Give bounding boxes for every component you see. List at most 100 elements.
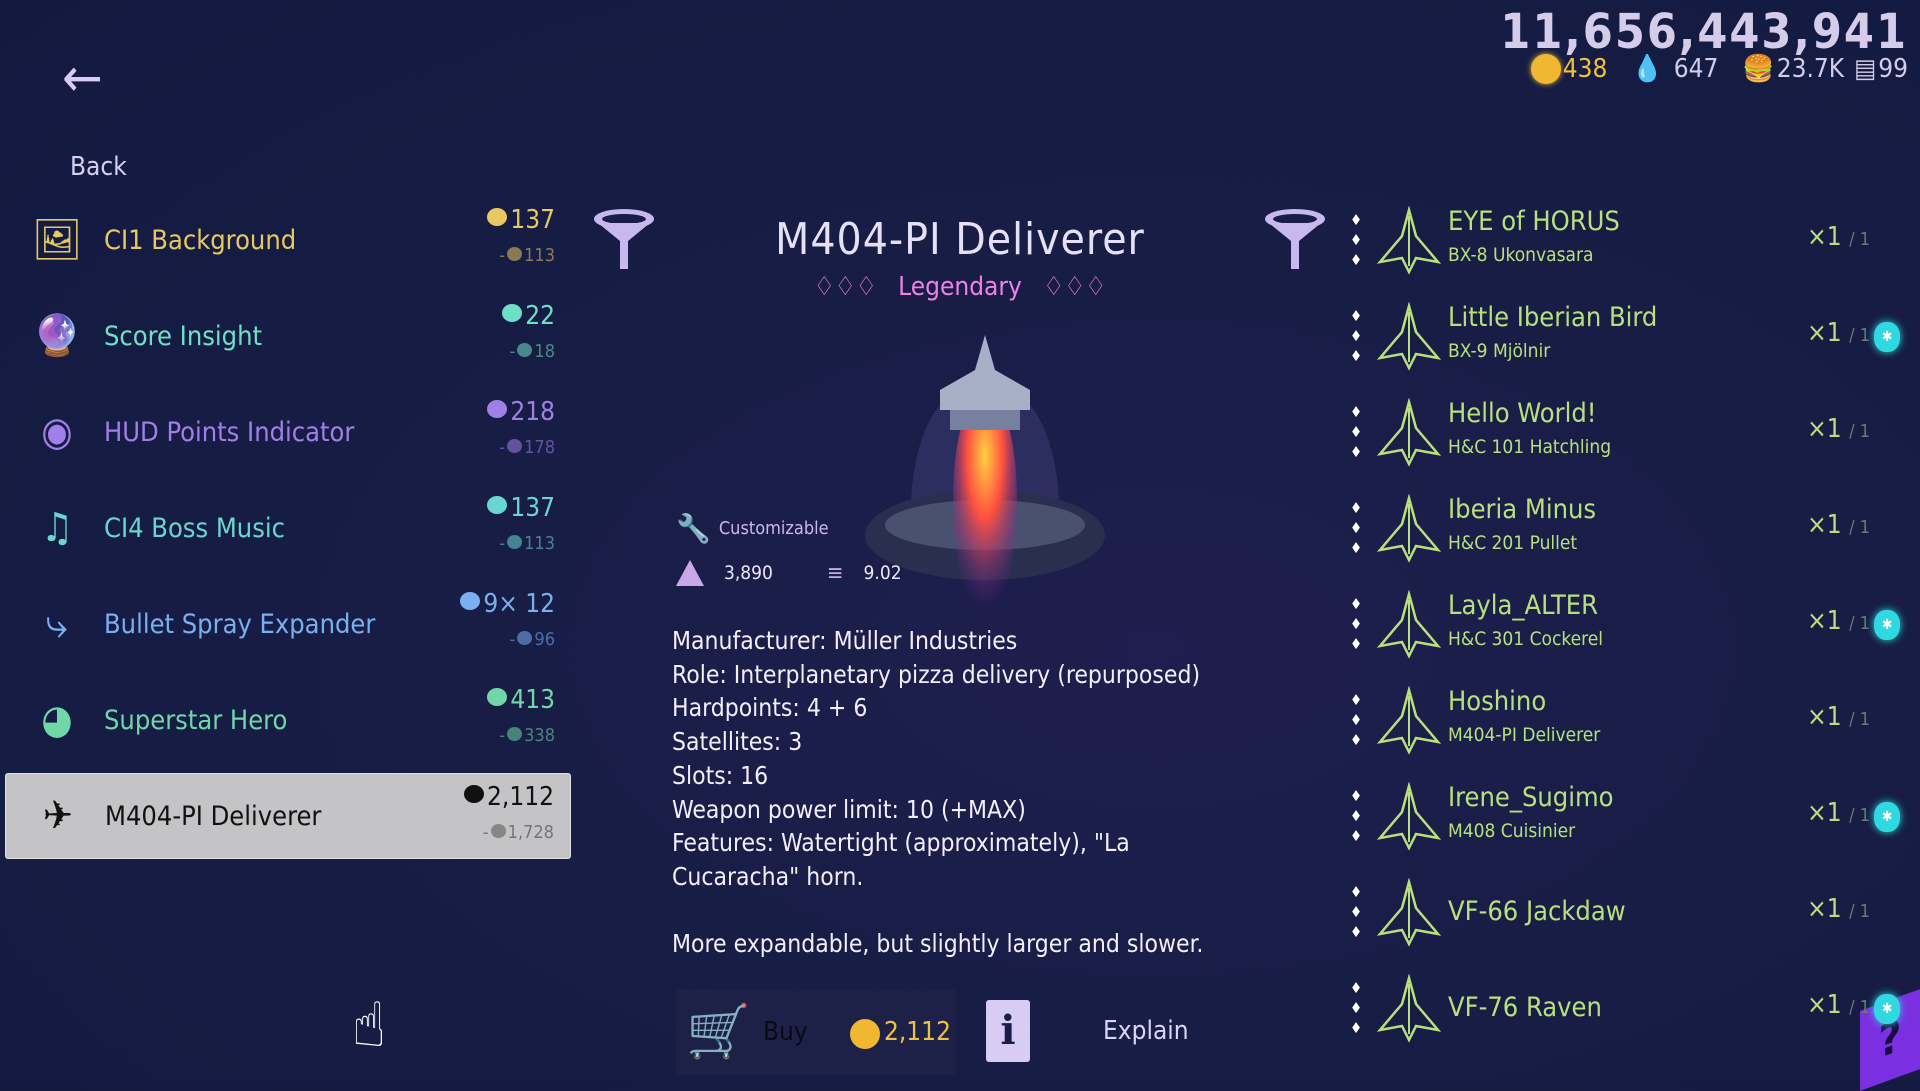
count-value: ×1 — [1807, 510, 1842, 540]
key-coin-icon — [517, 343, 533, 357]
keys-count: 438 — [1562, 54, 1608, 84]
pointer-hand-icon: ☝ — [352, 988, 386, 1061]
ship-name: Layla_ALTER — [1448, 590, 1599, 621]
owned-ship-item[interactable]: ♦♦♦ VF-66 Jackdaw ×1 / 1 — [1350, 872, 1910, 962]
owned-ship-item[interactable]: ♦♦♦ Hoshino M404-PI Deliverer ×1 / 1 — [1350, 680, 1910, 770]
discount-value: 18 — [534, 341, 555, 362]
shop-item[interactable]: ◕ Superstar Hero 413 -338 — [5, 677, 571, 763]
rarity-line: ♢♢♢ Legendary ♢♢♢ — [660, 272, 1260, 302]
shop-item-price: 9× 12 — [460, 589, 555, 619]
ship-count: ×1 / 1 — [1807, 702, 1870, 732]
ship-name: VF-66 Jackdaw — [1448, 896, 1626, 927]
count-value: ×1 — [1807, 798, 1842, 828]
drops-count: 647 — [1673, 54, 1719, 84]
ship-count: ×1 / 1 — [1807, 414, 1870, 444]
equipped-badge-icon: ✱ — [1874, 802, 1900, 832]
speed-icon: ≡ — [826, 560, 844, 586]
ship-outline-icon — [1376, 206, 1442, 275]
owned-ship-item[interactable]: ♦♦♦ Little Iberian Bird BX-9 Mjölnir ×1 … — [1350, 296, 1910, 386]
owned-ship-item[interactable]: ♦♦♦ Layla_ALTER H&C 301 Cockerel ×1 / 1 … — [1350, 584, 1910, 674]
ship-outline-icon — [1376, 686, 1442, 755]
ship-outline-icon — [1376, 590, 1442, 659]
ship-outline-icon — [1376, 878, 1442, 947]
ship-preview — [860, 330, 1110, 630]
shop-item-label: Bullet Spray Expander — [104, 608, 376, 640]
shop-item[interactable]: ♫ CI4 Boss Music 137 -113 — [5, 485, 571, 571]
owned-ship-item[interactable]: ♦♦♦ VF-76 Raven ×1 / 1 ✱ — [1350, 968, 1910, 1058]
shop-item-label: CI4 Boss Music — [104, 512, 285, 544]
back-arrow-icon[interactable]: ← — [62, 46, 103, 109]
price-value: 137 — [510, 205, 555, 235]
ship-icon: ✈ — [42, 793, 74, 839]
spread-icon: ⤷ — [45, 601, 69, 647]
key-coin-icon — [1530, 54, 1561, 84]
spec-line: Role: Interplanetary pizza delivery (rep… — [672, 659, 1201, 689]
shop-item[interactable]: ✈ M404-PI Deliverer 2,112 -1,728 — [5, 773, 571, 859]
shop-item-discount: -113 — [499, 245, 555, 266]
ship-count: ×1 / 1 — [1807, 894, 1870, 924]
ship-name: Iberia Minus — [1448, 494, 1597, 525]
stack-icon: ▤ — [1854, 54, 1877, 84]
ship-name: VF-76 Raven — [1448, 992, 1602, 1023]
ship-count: ×1 / 1 — [1807, 318, 1870, 348]
shop-item[interactable]: 🔮 Score Insight 22 -18 — [5, 293, 571, 379]
buy-price: 2,112 — [884, 1017, 951, 1047]
rarity-diamonds-icon: ♦♦♦ — [1350, 211, 1363, 269]
owned-ship-item[interactable]: ♦♦♦ Hello World! H&C 101 Hatchling ×1 / … — [1350, 392, 1910, 482]
shop-item-price: 413 — [487, 685, 555, 715]
count-value: ×1 — [1807, 222, 1842, 252]
filter-icon[interactable] — [592, 207, 656, 271]
info-book-icon[interactable]: i — [986, 1000, 1030, 1062]
ship-model: BX-8 Ukonvasara — [1448, 244, 1594, 266]
discount-value: 113 — [524, 533, 555, 554]
count-value: ×1 — [1807, 990, 1842, 1020]
spec-line: Weapon power limit: 10 (+MAX) — [672, 794, 1026, 824]
owned-ship-item[interactable]: ♦♦♦ Iberia Minus H&C 201 Pullet ×1 / 1 — [1350, 488, 1910, 578]
ship-model: M408 Cuisinier — [1448, 820, 1576, 842]
ship-count: ×1 / 1 — [1807, 510, 1870, 540]
rarity-diamonds-icon: ♦♦♦ — [1350, 403, 1363, 461]
ship-name: Irene_Sugimo — [1448, 782, 1614, 813]
spec-line: Satellites: 3 — [672, 727, 803, 757]
rarity-diamonds-icon: ♦♦♦ — [1350, 691, 1363, 749]
gauge-icon: ◕ — [41, 697, 73, 743]
shop-item-label: Superstar Hero — [104, 704, 288, 736]
count-max: / 1 — [1849, 709, 1870, 730]
discount-value: 178 — [524, 437, 555, 458]
shop-item[interactable]: 🖼 CI1 Background 137 -113 — [5, 197, 571, 283]
price-value: 413 — [510, 685, 555, 715]
ship-model: BX-9 Mjölnir — [1448, 340, 1551, 362]
shop-item-price: 218 — [487, 397, 555, 427]
count-max: / 1 — [1849, 421, 1870, 442]
count-value: ×1 — [1807, 318, 1842, 348]
shop-item-discount: -178 — [499, 437, 555, 458]
rarity-label: Legendary — [898, 272, 1022, 302]
price-value: 218 — [510, 397, 555, 427]
discount-value: 1,728 — [507, 822, 554, 843]
price-value: 22 — [525, 301, 555, 331]
discount-value: 96 — [534, 629, 555, 650]
shop-item[interactable]: ◉ HUD Points Indicator 218 -178 — [5, 389, 571, 475]
price-value: 2,112 — [487, 782, 554, 812]
ship-model: H&C 301 Cockerel — [1448, 628, 1604, 650]
count-max: / 1 — [1849, 325, 1870, 346]
back-button[interactable]: Back — [70, 152, 127, 182]
count-value: ×1 — [1807, 894, 1842, 924]
burgers-count: 23.7K — [1776, 54, 1845, 84]
explain-button[interactable]: Explain — [1103, 1016, 1189, 1046]
count-max: / 1 — [1849, 229, 1870, 250]
key-coin-icon — [487, 208, 508, 226]
owned-ship-item[interactable]: ♦♦♦ EYE of HORUS BX-8 Ukonvasara ×1 / 1 — [1350, 200, 1910, 290]
shop-item[interactable]: ⤷ Bullet Spray Expander 9× 12 -96 — [5, 581, 571, 667]
equipped-badge-icon: ✱ — [1874, 994, 1900, 1024]
hud-icon: ◉ — [41, 409, 73, 455]
buy-button[interactable]: 🛒 Buy 2,112 — [676, 989, 956, 1075]
equipped-badge-icon: ✱ — [1874, 610, 1900, 640]
discount-value: 338 — [524, 725, 555, 746]
owned-ship-item[interactable]: ♦♦♦ Irene_Sugimo M408 Cuisinier ×1 / 1 ✱ — [1350, 776, 1910, 866]
count-value: ×1 — [1807, 702, 1842, 732]
key-coin-icon — [487, 400, 508, 418]
key-coin-icon — [460, 592, 481, 610]
filter-icon[interactable] — [1263, 207, 1327, 271]
tagline: More expandable, but slightly larger and… — [672, 928, 1204, 958]
